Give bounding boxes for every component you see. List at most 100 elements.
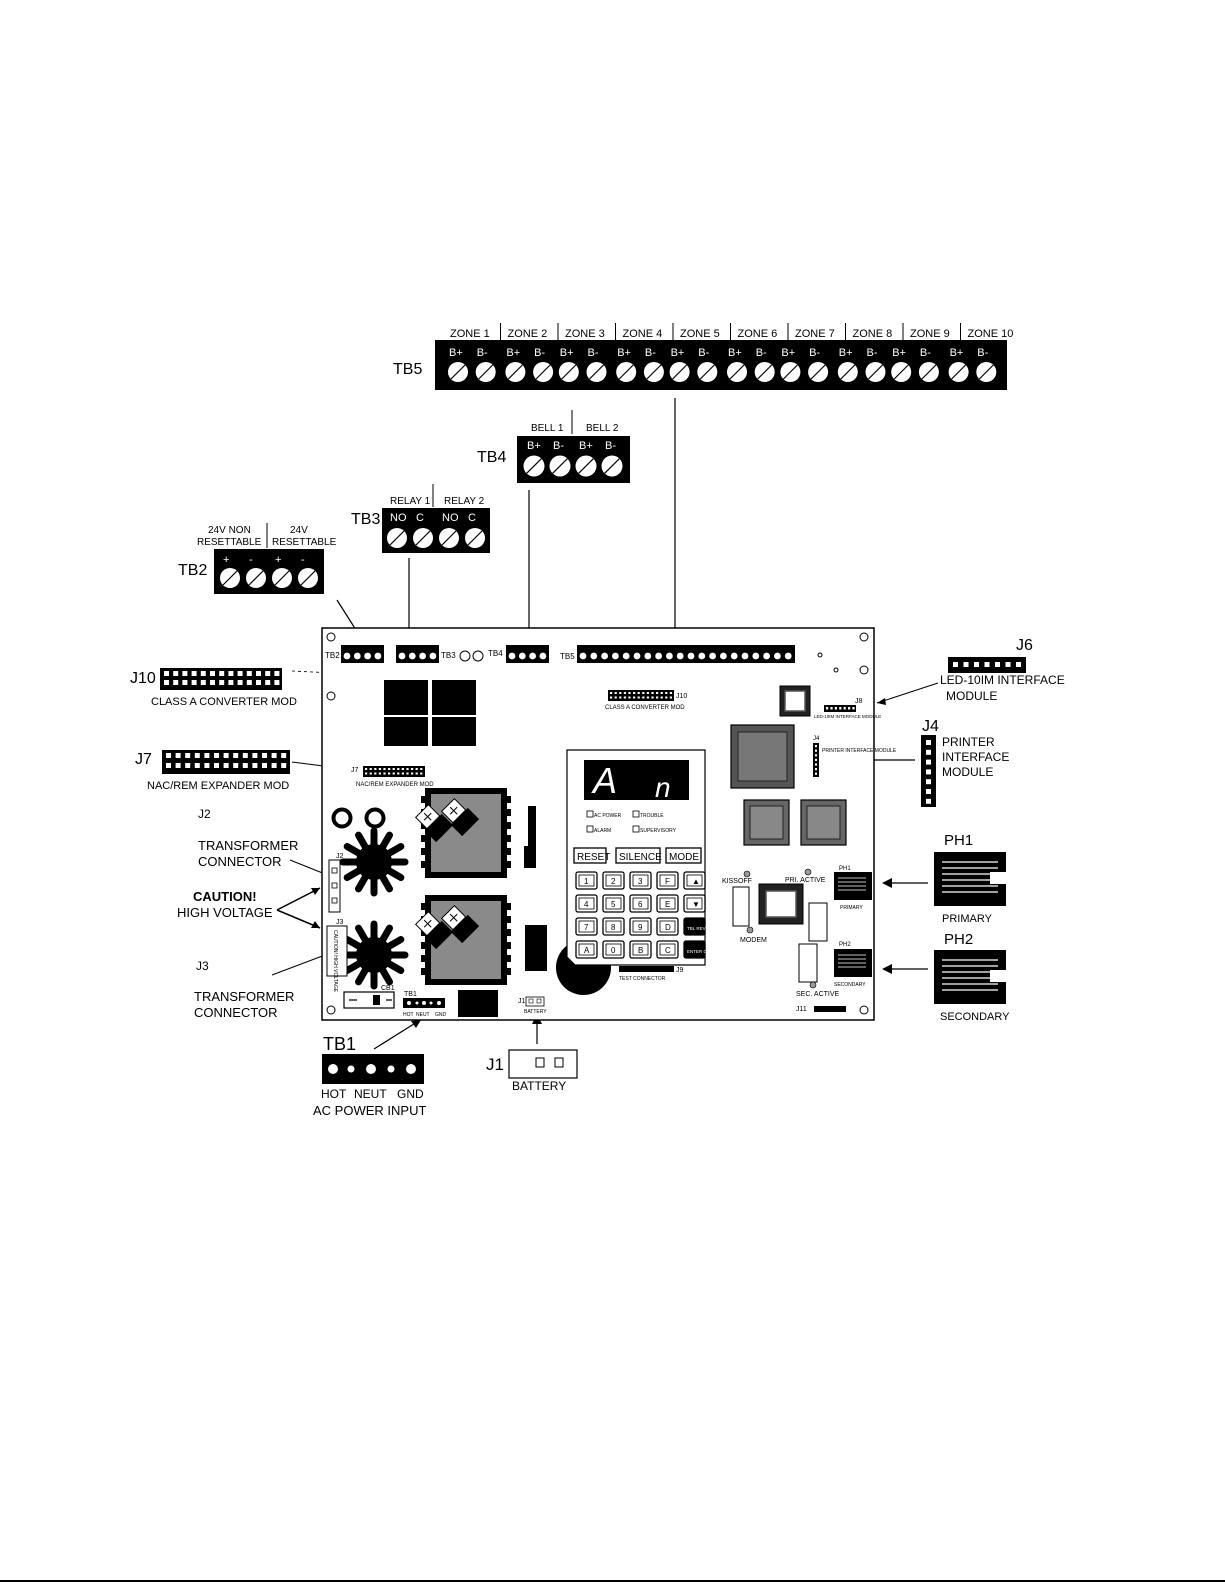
tb4-bell-2: BELL 2 [586, 423, 619, 434]
board-j7-pin [374, 772, 377, 775]
j10-pin [164, 671, 169, 676]
board-tb5-screw [687, 652, 695, 660]
board-j10-pin [669, 696, 672, 699]
j6-leader-line [876, 682, 939, 704]
board-tb4-screw [508, 652, 516, 660]
j10-pin [219, 680, 225, 685]
board-j7-pin [397, 772, 400, 775]
regulator-module-2 [414, 895, 511, 985]
pri-active-led [804, 868, 812, 876]
board-tb1-label: TB1 [404, 991, 417, 998]
j10-pin [265, 671, 271, 676]
board-j4-pin [815, 754, 817, 757]
board-j10-pin [646, 692, 649, 694]
pri-relay [808, 902, 828, 942]
tb5-screw [918, 362, 939, 382]
board-j10-pin [628, 692, 631, 694]
j4-pin [926, 740, 931, 745]
board-j9-label: J9 [676, 967, 684, 974]
tb5-screw [616, 362, 637, 382]
power-connector-block [458, 990, 498, 1017]
sec-active-led [809, 981, 817, 989]
board-j10-pin [610, 692, 613, 694]
j2-label: J2 [198, 807, 211, 821]
ind-alarm-box [586, 825, 594, 833]
board-j3-connector [326, 925, 348, 977]
tb5-zone-6: ZONE 6 [738, 328, 778, 340]
board-j7-pin [383, 768, 386, 770]
board-j1 [525, 996, 545, 1007]
j3-caption-line1: TRANSFORMER [194, 989, 294, 1004]
j7-pin [175, 753, 181, 758]
board-j8-pin [852, 707, 855, 710]
tb3-screw [413, 528, 433, 548]
board-tb5-screw [784, 652, 792, 660]
board-j7-pin [369, 772, 372, 775]
ind-ac-power-box [586, 810, 594, 818]
keypad-key-label: E [665, 900, 670, 909]
board-tb1-neut: NEUT [416, 1012, 430, 1018]
tb4-terminal-label: B- [553, 440, 564, 452]
caution-line2: HIGH VOLTAGE [177, 905, 273, 920]
tb5-terminal-label: B+ [950, 347, 964, 359]
j10-pin [256, 671, 261, 676]
board-j7-label: J7 [351, 767, 359, 774]
board-tb3-label: TB3 [441, 651, 456, 660]
j10-pin [274, 680, 280, 685]
board-j9-header [619, 966, 674, 972]
tb3-relay-2: RELAY 2 [444, 496, 485, 507]
j6-pin [953, 662, 958, 667]
tb1-gnd: GND [397, 1087, 424, 1101]
board-j9-caption: TEST CONNECTOR [619, 976, 666, 982]
tb4-screw [549, 455, 571, 477]
ring-2 [364, 807, 386, 829]
board-tb5-screw [720, 652, 727, 660]
j10-pin [210, 671, 215, 676]
board-j7-pin [411, 772, 414, 775]
board-j7-pin [411, 768, 414, 770]
tb2-group2-line1: 24V [290, 525, 308, 536]
board-j10-pin [628, 696, 631, 699]
ph2-block: PH2 SECONDARY [882, 931, 1010, 1023]
j6-label: J6 [1016, 637, 1033, 654]
j1-pin-2 [554, 1057, 564, 1068]
board-j7-pin [378, 768, 381, 770]
board-tb5-screw [763, 652, 770, 660]
board-ph1-caption: PRIMARY [840, 905, 863, 911]
j7-pin [281, 763, 287, 768]
ring-1 [331, 807, 353, 829]
board-j7-pin [388, 768, 391, 770]
j10-pin [265, 680, 271, 685]
board-j1-caption: BATTERY [524, 1009, 547, 1015]
j1-caption: BATTERY [512, 1079, 566, 1093]
board-j10-pin [610, 696, 613, 699]
modem-led [746, 926, 754, 934]
keypad-key-label: 2 [611, 877, 616, 886]
tb5-terminal-label: B- [809, 347, 820, 359]
tb4-terminal-label: B+ [579, 440, 593, 452]
keypad-key-label: 6 [638, 900, 643, 909]
j7-pin [252, 753, 258, 758]
board-j7-pin [365, 768, 368, 770]
keypad-key-label: ENTER CODE [687, 949, 717, 954]
board-j7-pin [406, 768, 409, 770]
board-j10-pin [637, 692, 640, 694]
tb5-screw [533, 362, 554, 382]
tb5-screw [837, 362, 858, 382]
tb5-screw [475, 362, 496, 382]
caution-callout: CAUTION! HIGH VOLTAGE [177, 887, 321, 929]
tb5-terminal-label: B- [698, 347, 709, 359]
regulator-module-1 [414, 788, 511, 878]
board-tb2-label: TB2 [325, 651, 340, 660]
j7-pin [271, 763, 277, 768]
board-j7-header [363, 766, 425, 777]
keypad-key-label: 3 [638, 877, 643, 886]
board-j7-pin [420, 772, 423, 775]
board-j10-pin [660, 692, 663, 694]
board-tb5-screw [579, 652, 587, 660]
board-tb5-screw [666, 652, 673, 660]
tb1-arrowhead [411, 1020, 421, 1028]
board-j4-pin [815, 763, 817, 766]
j6-pin [963, 662, 969, 667]
